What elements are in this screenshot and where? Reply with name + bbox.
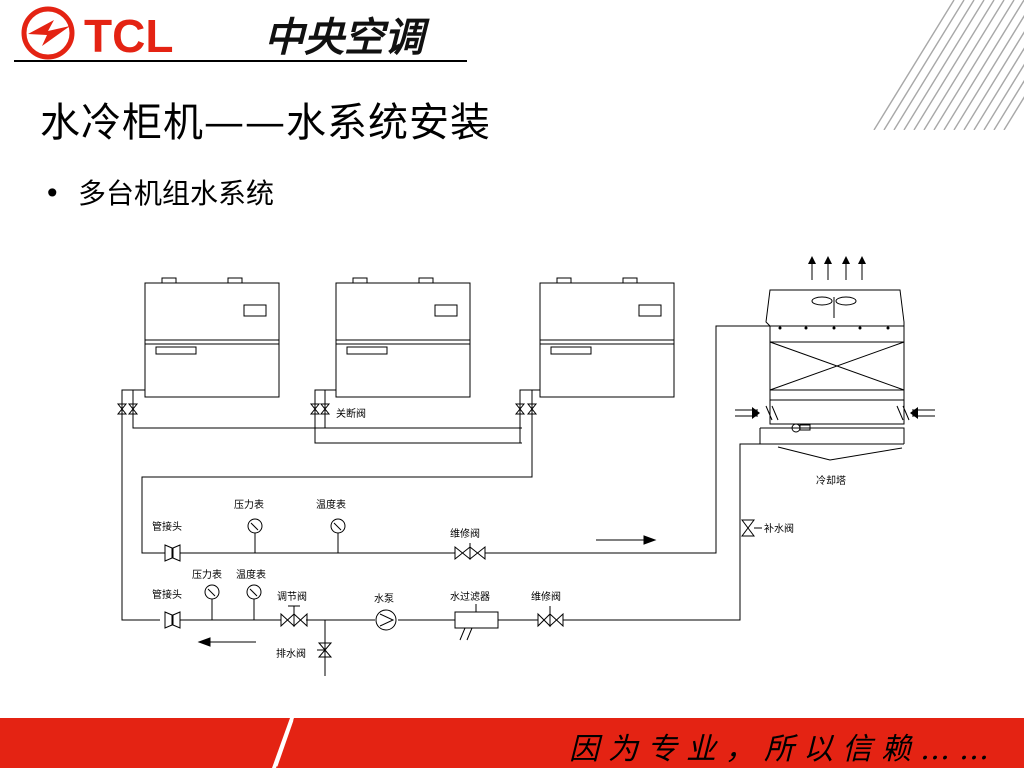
shutoff-valves-unit-1 bbox=[116, 403, 139, 415]
label-thermometer-top: 温度表 bbox=[316, 498, 346, 511]
service-valve-bottom-icon bbox=[537, 612, 551, 628]
pipe-joint-bottom-icon bbox=[164, 611, 173, 629]
chiller-unit-2 bbox=[335, 277, 471, 398]
footer-slogan: 因为专业，所以信赖…… bbox=[569, 732, 998, 767]
drain-valve-icon bbox=[317, 642, 333, 658]
label-regulating-valve: 调节阀 bbox=[277, 590, 307, 603]
water-filter-icon bbox=[454, 611, 499, 629]
shutoff-valves-unit-2 bbox=[309, 403, 331, 415]
bullet-dot-icon: • bbox=[44, 177, 61, 210]
thermometer-top-icon bbox=[330, 518, 346, 534]
tower-exhaust-arrows bbox=[752, 256, 918, 419]
footer-red-left bbox=[0, 718, 290, 768]
label-service-valve-bottom: 维修阀 bbox=[531, 590, 561, 603]
logo-ring-icon bbox=[21, 6, 75, 60]
makeup-valve-icon bbox=[741, 519, 755, 537]
slide-title: 水冷柜机——水系统安装 bbox=[40, 100, 491, 146]
tcl-logo: TCL 中央空调 bbox=[14, 4, 484, 64]
chiller-unit-1 bbox=[144, 277, 280, 398]
shutoff-valves-unit-3 bbox=[514, 403, 538, 415]
label-drain-valve: 排水阀 bbox=[276, 647, 306, 660]
pressure-gauge-top-icon bbox=[247, 518, 263, 534]
label-cooling-tower: 冷却塔 bbox=[816, 474, 846, 487]
label-pipe-joint-top: 管接头 bbox=[152, 520, 182, 533]
flow-arrow-left-icon bbox=[197, 637, 211, 647]
label-pressure-gauge-top: 压力表 bbox=[234, 498, 264, 511]
pipe-joint-top-icon bbox=[164, 544, 173, 562]
label-water-pump: 水泵 bbox=[374, 593, 394, 605]
bullet-item: • 多台机组水系统 bbox=[44, 172, 274, 212]
footer-red-right bbox=[276, 718, 1024, 768]
regulating-valve-icon bbox=[280, 612, 295, 628]
water-pump-icon bbox=[375, 609, 397, 631]
flow-arrow-right-icon bbox=[643, 535, 657, 545]
label-thermometer-bottom: 温度表 bbox=[236, 568, 266, 581]
label-water-filter: 水过滤器 bbox=[450, 590, 490, 603]
tcl-logo-mark: TCL 中央空调 bbox=[21, 6, 430, 62]
bullet-text: 多台机组水系统 bbox=[78, 177, 275, 210]
logo-swoosh-icon bbox=[28, 20, 70, 46]
logo-subtitle: 中央空调 bbox=[264, 15, 430, 61]
footer-slash bbox=[274, 719, 294, 767]
label-shutoff-valve: 关断阀 bbox=[336, 407, 366, 420]
logo-text: TCL bbox=[84, 10, 173, 62]
cooling-tower bbox=[735, 262, 935, 461]
service-valve-top-icon bbox=[454, 545, 471, 561]
corner-stripes-decoration bbox=[873, 0, 1024, 130]
footer-banner bbox=[0, 718, 1024, 768]
label-pressure-gauge-bottom: 压力表 bbox=[192, 568, 222, 581]
thermometer-bottom-icon bbox=[246, 584, 262, 600]
label-pipe-joint-bottom: 管接头 bbox=[152, 588, 182, 601]
label-makeup-valve: 补水阀 bbox=[764, 522, 794, 535]
pressure-gauge-bottom-icon bbox=[204, 584, 220, 600]
chiller-unit-3 bbox=[539, 277, 675, 398]
label-service-valve-top: 维修阀 bbox=[450, 527, 480, 540]
logo-underline bbox=[14, 60, 467, 62]
